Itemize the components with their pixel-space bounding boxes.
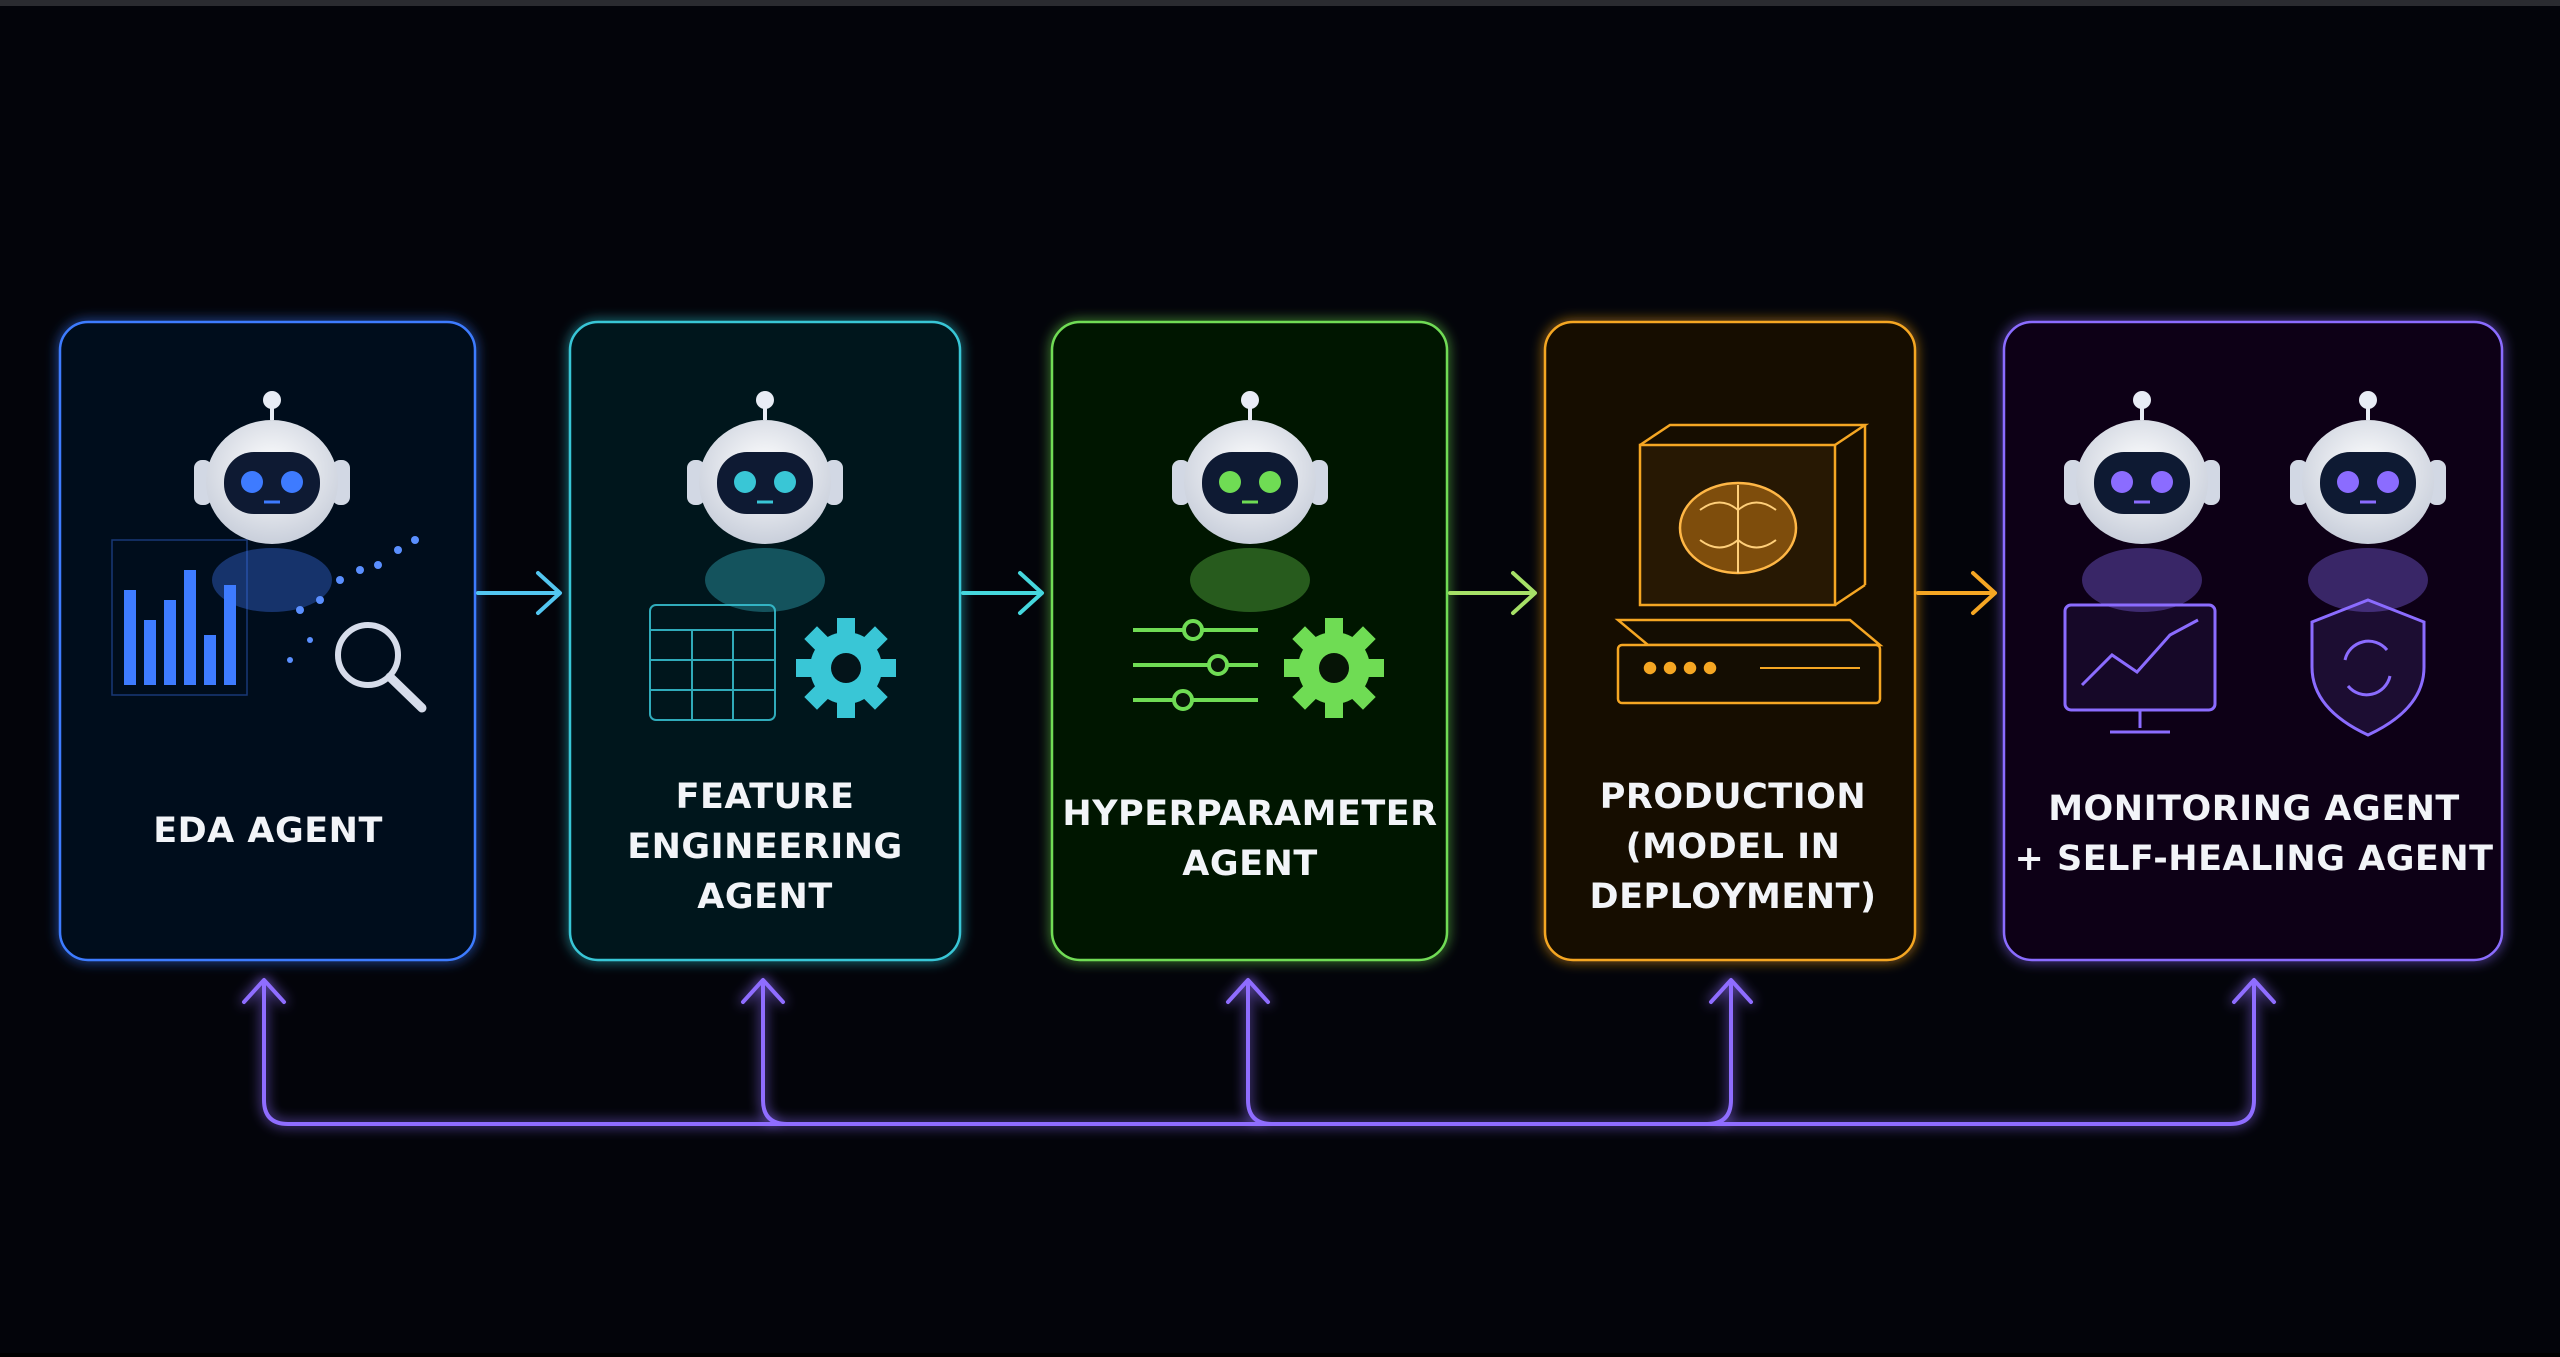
sliders-icon bbox=[1133, 619, 1258, 711]
arrow-hyper-to-production bbox=[1448, 571, 1537, 615]
arrow-feature-to-hyper bbox=[961, 571, 1044, 615]
feedback-branch-hyper bbox=[1246, 983, 1274, 1126]
gear-icon bbox=[796, 618, 896, 718]
brain-cube-icon bbox=[1638, 423, 1870, 607]
bar-chart-icon bbox=[111, 539, 248, 696]
robot-icon bbox=[2290, 391, 2446, 612]
card-feature-label-3: AGENT bbox=[697, 877, 832, 917]
server-icon bbox=[1614, 618, 1884, 705]
card-hyper-label-2: AGENT bbox=[1182, 844, 1317, 884]
feedback-arrowhead-monitoring bbox=[2232, 978, 2276, 1004]
magnifier-icon bbox=[335, 622, 427, 713]
robot-icon bbox=[2064, 391, 2220, 612]
feedback-baseline bbox=[262, 983, 2256, 1126]
card-monitoring-label-2: + SELF-HEALING AGENT bbox=[2015, 839, 2494, 879]
card-eda-frame bbox=[58, 320, 477, 962]
card-production-label-3: DEPLOYMENT) bbox=[1590, 877, 1877, 917]
arrow-eda-to-feature bbox=[476, 571, 562, 615]
card-production-label-1: PRODUCTION bbox=[1600, 777, 1866, 817]
feedback-loop bbox=[242, 978, 2276, 1126]
card-production: PRODUCTION (MODEL IN DEPLOYMENT) bbox=[1543, 320, 1917, 962]
arrow-production-to-monitoring bbox=[1916, 571, 1997, 615]
card-hyper-frame bbox=[1050, 320, 1449, 962]
card-hyperparameter-agent: HYPERPARAMETER AGENT bbox=[1050, 320, 1449, 962]
card-feature-label-2: ENGINEERING bbox=[627, 827, 903, 867]
window-top-bar bbox=[0, 0, 2560, 6]
feedback-arrowhead-production bbox=[1709, 978, 1753, 1004]
line-chart-monitor-icon bbox=[2063, 603, 2217, 734]
forward-arrows bbox=[476, 571, 1997, 615]
feedback-arrowhead-feature bbox=[741, 978, 785, 1004]
card-feature-label-1: FEATURE bbox=[676, 777, 855, 817]
card-monitoring-self-healing: MONITORING AGENT + SELF-HEALING AGENT bbox=[2002, 320, 2504, 962]
card-production-label-2: (MODEL IN bbox=[1626, 827, 1841, 867]
feedback-arrowhead-hyper bbox=[1226, 978, 1270, 1004]
feedback-branch-feature bbox=[761, 983, 789, 1126]
card-eda-label-1: EDA AGENT bbox=[153, 811, 383, 851]
robot-icon bbox=[194, 391, 350, 612]
feedback-arrowhead-eda bbox=[242, 978, 286, 1004]
card-feature-frame bbox=[568, 320, 962, 962]
gear-icon bbox=[1284, 618, 1384, 718]
robot-icon bbox=[687, 391, 843, 612]
scatter-dots-icon bbox=[287, 536, 419, 663]
card-eda-agent: EDA AGENT bbox=[58, 320, 477, 962]
card-hyper-label-1: HYPERPARAMETER bbox=[1062, 794, 1437, 834]
table-grid-icon bbox=[649, 604, 776, 721]
shield-sync-icon bbox=[2310, 598, 2426, 737]
card-feature-engineering-agent: FEATURE ENGINEERING AGENT bbox=[568, 320, 962, 962]
robot-icon bbox=[1172, 391, 1328, 612]
card-monitoring-label-1: MONITORING AGENT bbox=[2048, 789, 2460, 829]
feedback-branch-production bbox=[1705, 983, 1733, 1126]
